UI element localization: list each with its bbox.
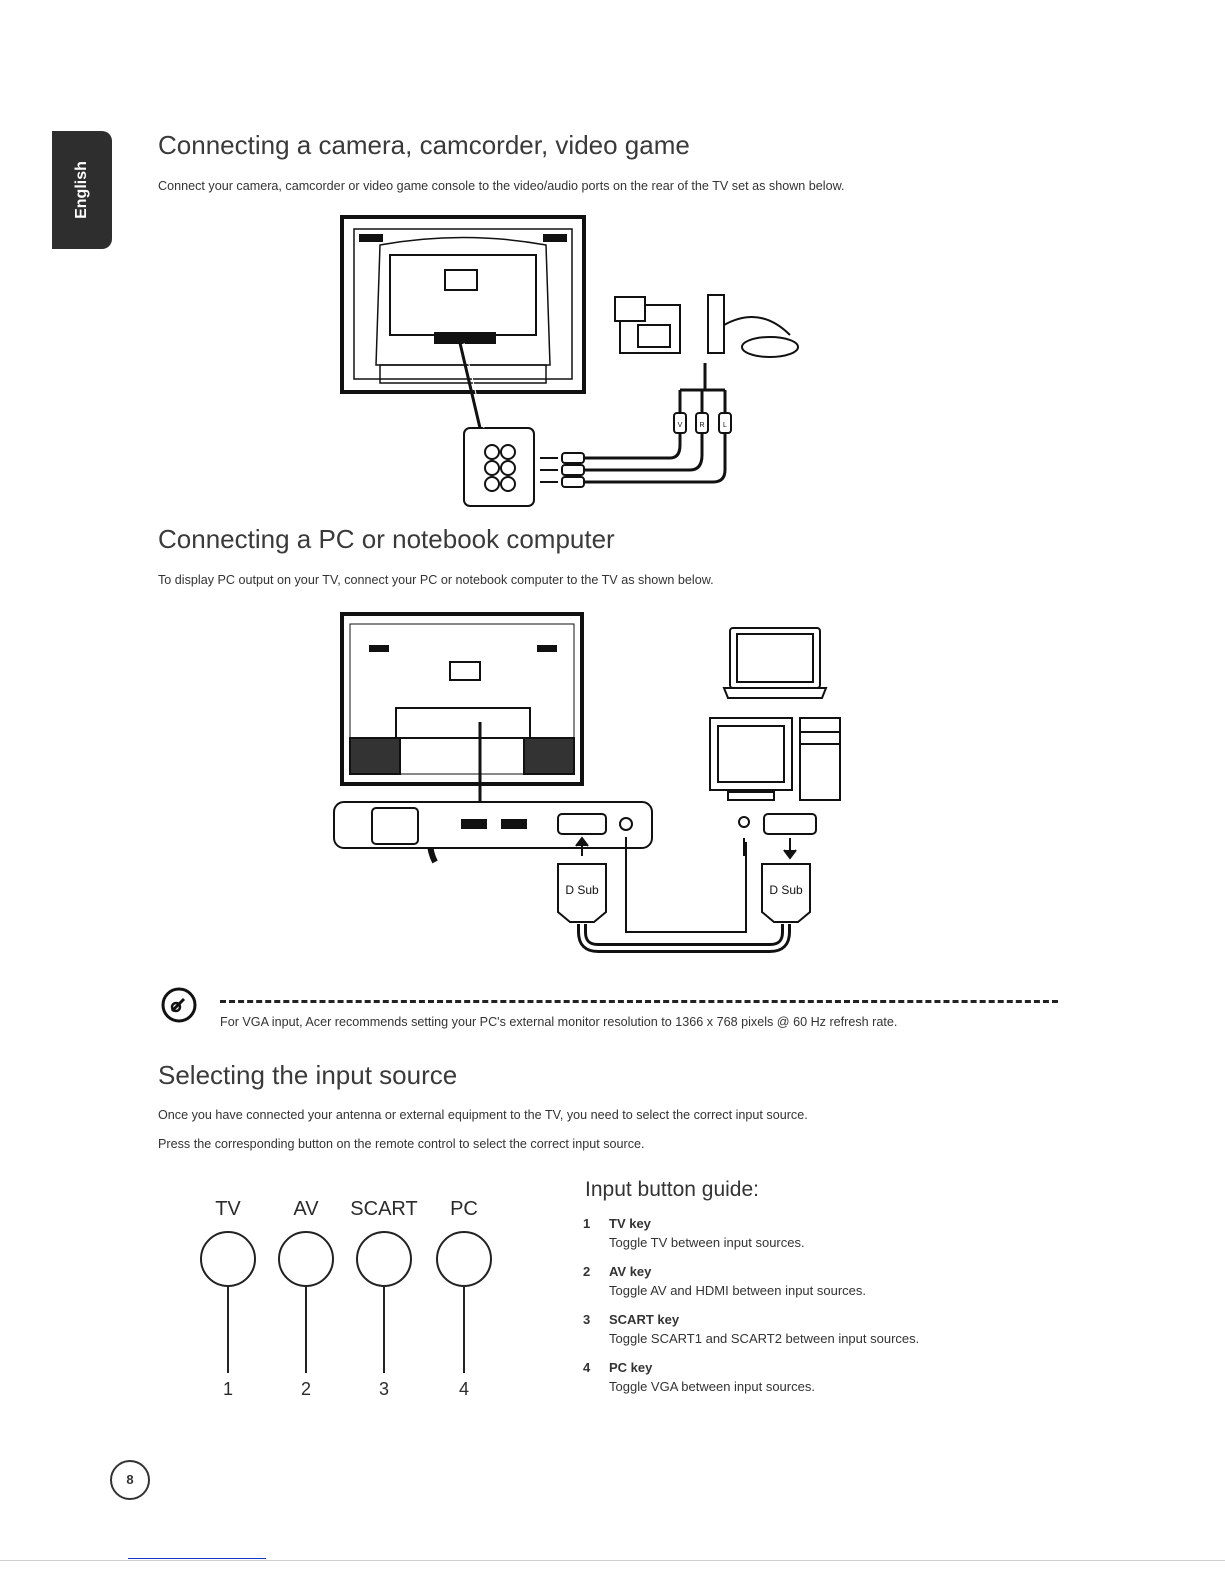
tv-rear-illustration-2 (340, 612, 584, 786)
callout-line (305, 1287, 307, 1373)
guide-item-description: Toggle VGA between input sources. (609, 1379, 815, 1394)
dsub-label-tv: D Sub (565, 883, 599, 897)
callout-line (227, 1287, 229, 1373)
language-tab-label: English (73, 161, 90, 219)
remote-key-button (356, 1231, 412, 1287)
section-body-input-1: Once you have connected your antenna or … (158, 1108, 808, 1122)
guide-item: 4 PC key Toggle VGA between input source… (583, 1360, 1003, 1408)
callout-line (463, 1287, 465, 1373)
rca-label-r: R (699, 422, 704, 429)
remote-key-tv: TV 1 (198, 1195, 258, 1400)
guide-item-number: 4 (583, 1360, 591, 1375)
rca-plugs (561, 412, 732, 488)
guide-item: 3 SCART key Toggle SCART1 and SCART2 bet… (583, 1312, 1003, 1360)
remote-key-number: 3 (378, 1379, 389, 1399)
guide-item: 2 AV key Toggle AV and HDMI between inpu… (583, 1264, 1003, 1312)
camcorder-illustration (614, 296, 681, 354)
remote-keys-diagram: TV 1 AV 2 SCART 3 PC 4 (190, 1195, 510, 1399)
dsub-connectors (557, 863, 811, 923)
input-button-guide: 1 TV key Toggle TV between input sources… (583, 1216, 1003, 1408)
guide-item: 1 TV key Toggle TV between input sources… (583, 1216, 1003, 1264)
section-title-input: Selecting the input source (158, 1060, 458, 1090)
laptop-illustration (722, 627, 828, 699)
guide-item-description: Toggle AV and HDMI between input sources… (609, 1283, 867, 1298)
language-tab: English (52, 131, 112, 249)
section-title-pc: Connecting a PC or notebook computer (158, 524, 615, 554)
remote-key-label: TV (215, 1198, 241, 1220)
vga-cable (577, 837, 791, 953)
guide-item-key: SCART key (609, 1312, 680, 1327)
guide-item-key: TV key (609, 1216, 651, 1231)
guide-item-description: Toggle SCART1 and SCART2 between input s… (609, 1331, 920, 1346)
section-body-input-2: Press the corresponding button on the re… (158, 1137, 645, 1151)
guide-item-description: Toggle TV between input sources. (609, 1235, 805, 1250)
rca-label-v: V (678, 422, 683, 429)
remote-key-number: 2 (300, 1379, 311, 1399)
remote-key-label: AV (293, 1198, 319, 1220)
tv-rear-illustration (340, 215, 586, 394)
camera-connection-diagram: V R L (340, 215, 799, 507)
pc-ports (738, 813, 817, 835)
remote-key-label: SCART (350, 1198, 418, 1220)
remote-key-label: PC (450, 1198, 478, 1220)
remote-key-scart: SCART 3 (350, 1195, 417, 1400)
remote-key-number: 1 (222, 1379, 233, 1399)
pc-connection-diagram: D Sub D Sub (333, 612, 841, 953)
rca-cables (580, 363, 727, 484)
remote-key-av: AV 2 (276, 1195, 336, 1400)
dsub-label-pc: D Sub (769, 883, 803, 897)
remote-key-button (436, 1231, 492, 1287)
remote-key-pc: PC 4 (434, 1195, 494, 1400)
page-number: 8 (110, 1460, 150, 1500)
guide-item-number: 3 (583, 1312, 591, 1327)
tv-side-panel (333, 801, 653, 849)
note-icon (161, 987, 197, 1023)
guide-item-key: AV key (609, 1264, 652, 1279)
arrows-2 (575, 836, 797, 860)
guide-item-number: 1 (583, 1216, 591, 1231)
remote-key-button (200, 1231, 256, 1287)
guide-item-key: PC key (609, 1360, 653, 1375)
guide-item-number: 2 (583, 1264, 591, 1279)
av-input-panel (463, 427, 535, 507)
bottom-divider (0, 1560, 1225, 1561)
remote-key-number: 4 (458, 1379, 469, 1399)
desktop-pc-illustration (709, 717, 841, 801)
game-console-illustration (707, 294, 799, 358)
arrows (540, 457, 558, 483)
remote-key-button (278, 1231, 334, 1287)
callout-line (383, 1287, 385, 1373)
note-divider (220, 1000, 1058, 1003)
guide-title: Input button guide: (585, 1178, 759, 1201)
rca-label-l: L (723, 422, 727, 429)
section-body-pc: To display PC output on your TV, connect… (158, 573, 714, 587)
section-body-camera: Connect your camera, camcorder or video … (158, 179, 845, 193)
bottom-link-underline (128, 1558, 266, 1559)
section-title-camera: Connecting a camera, camcorder, video ga… (158, 130, 690, 160)
note-text: For VGA input, Acer recommends setting y… (220, 1015, 898, 1029)
